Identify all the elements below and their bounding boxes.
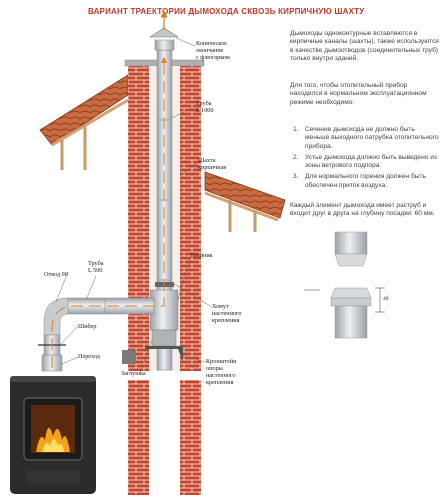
leader-lines [55, 37, 213, 373]
paragraph-requirements: Для того, чтобы отопительный прибор нахо… [290, 82, 427, 106]
list-item: 2.Устье дымохода должно быть выведено из… [293, 153, 437, 170]
roof-right [204, 171, 286, 232]
label-adapter: Переход [78, 353, 100, 360]
label-dim-40: 40 [383, 296, 389, 302]
brick-wall-right-upper [180, 66, 201, 371]
stove [10, 376, 96, 494]
paragraph-joint-depth: Каждый элемент дымохода имеет раструб и … [290, 202, 435, 218]
plug [151, 329, 177, 347]
roof-left [39, 74, 129, 170]
list-item: 3.Для нормального горения должен быть об… [293, 173, 426, 189]
tee-fitting [149, 289, 179, 331]
label-plug: Заглушка [121, 370, 146, 377]
wall-mount [122, 350, 136, 364]
requirements-list: 1.Сечение дымохода не должно быть меньше… [293, 126, 440, 193]
paragraph-intro: Дымоходы одноконтурные вставляются в кир… [290, 30, 439, 62]
brick-wall-left-upper [128, 66, 149, 371]
bracket [145, 346, 183, 362]
label-tee: Тройник [190, 252, 213, 259]
list-item: 1.Сечение дымохода не должно быть меньше… [293, 126, 439, 150]
pipe-joint-detail [304, 231, 385, 339]
cone-top [148, 27, 180, 51]
brick-wall-left-lower [128, 380, 149, 495]
brick-wall-right-lower [180, 380, 201, 495]
page-title: ВАРИАНТ ТРАЕКТОРИИ ДЫМОХОДА СКВОЗЬ КИРПИ… [88, 7, 365, 16]
label-elbow-90: Отвод 90 [44, 271, 68, 278]
elbow-90 [43, 297, 69, 336]
smoke-flow-path [51, 57, 167, 368]
label-damper: Шибер [78, 323, 97, 330]
